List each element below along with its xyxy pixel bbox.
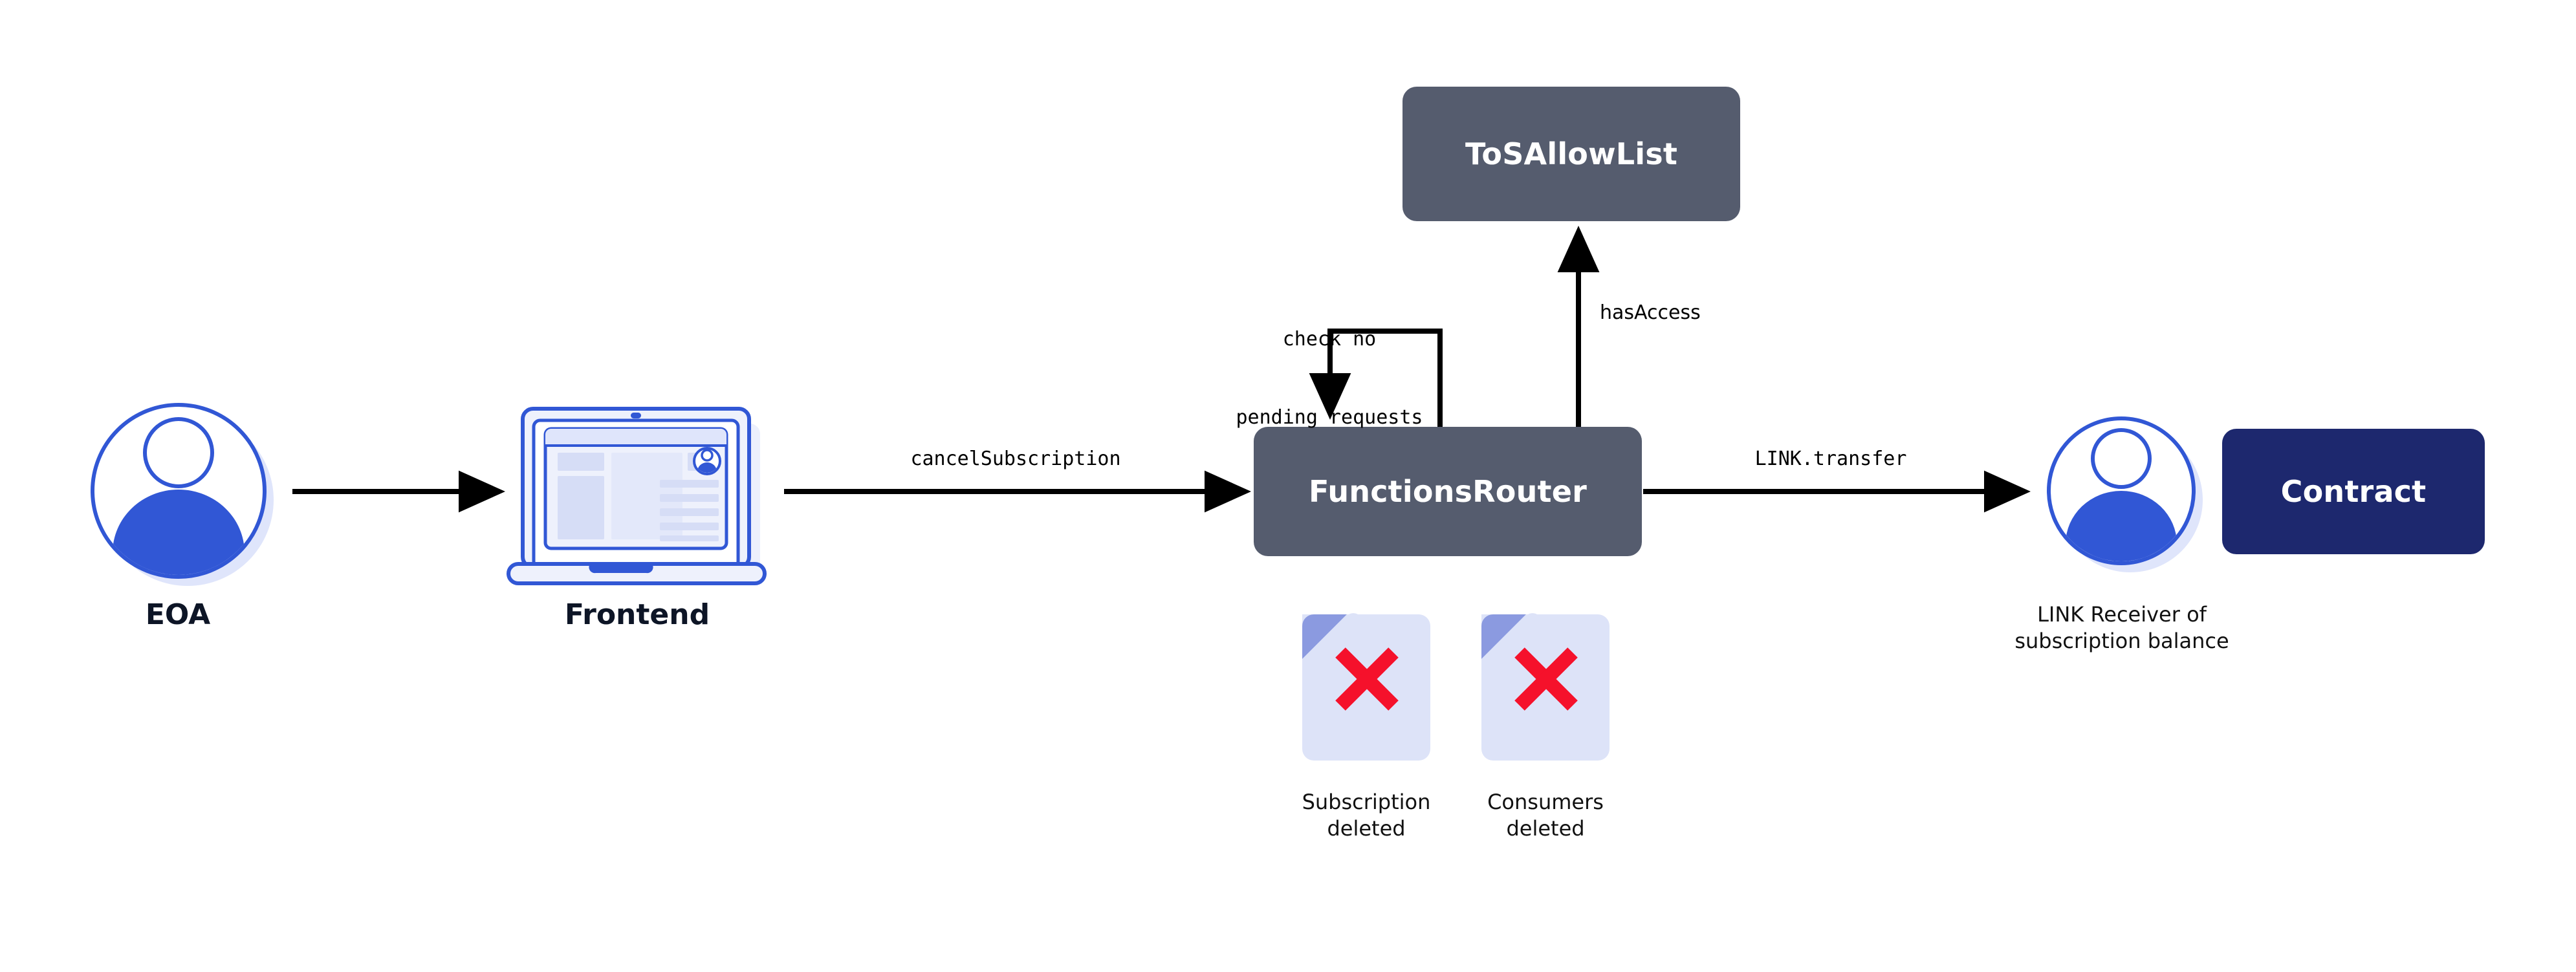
node-contract[interactable]: Contract xyxy=(2222,429,2485,554)
artifact-consumers-line-1: Consumers xyxy=(1487,790,1604,814)
document-deleted-icon-subscription xyxy=(1302,613,1430,761)
artifact-subscription-line-2: deleted xyxy=(1327,815,1406,841)
edge-label-check-no-pending-requests: check no pending requests xyxy=(1226,275,1433,483)
node-tos-allow-list[interactable]: ToSAllowList xyxy=(1403,87,1740,221)
artifact-caption-subscription-deleted: Subscription deleted xyxy=(1269,789,1463,842)
node-label-frontend: Frontend xyxy=(564,598,710,631)
node-label-eoa: EOA xyxy=(145,598,211,631)
document-deleted-icon-consumers xyxy=(1481,613,1610,761)
user-avatar-icon-link-receiver xyxy=(2047,416,2203,572)
edge-label-cancel-subscription: cancelSubscription xyxy=(910,448,1121,470)
artifact-caption-consumers-deleted: Consumers deleted xyxy=(1448,789,1643,842)
check-pending-line-1: check no xyxy=(1282,328,1377,351)
node-functions-router[interactable]: FunctionsRouter xyxy=(1254,427,1642,556)
laptop-icon-frontend xyxy=(507,407,767,585)
artifact-consumers-line-2: deleted xyxy=(1506,815,1585,841)
node-caption-link-receiver: LINK Receiver of subscription balance xyxy=(1967,601,2277,654)
link-receiver-caption-line-1: LINK Receiver of xyxy=(2037,602,2207,627)
edge-label-link-transfer: LINK.transfer xyxy=(1754,448,1907,470)
check-pending-line-2: pending requests xyxy=(1236,405,1423,429)
user-avatar-icon-eoa xyxy=(91,403,274,586)
link-receiver-caption-line-2: subscription balance xyxy=(2014,628,2229,653)
artifact-subscription-line-1: Subscription xyxy=(1302,790,1431,814)
edge-label-has-access: hasAccess xyxy=(1600,301,1701,324)
